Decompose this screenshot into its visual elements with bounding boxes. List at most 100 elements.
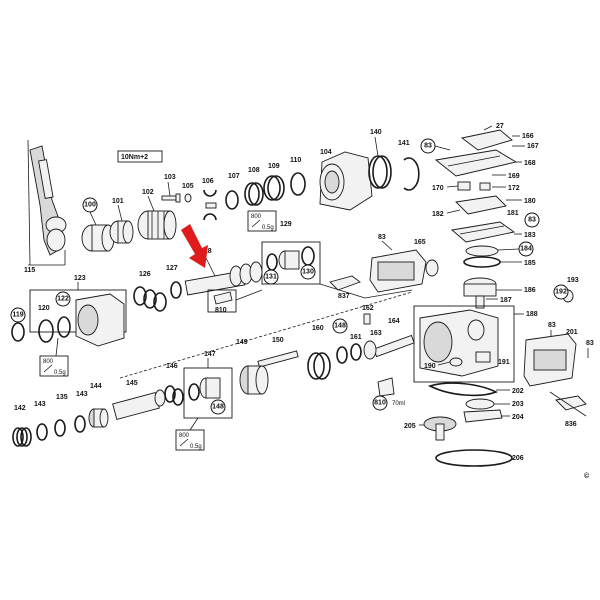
svg-text:810: 810 — [374, 400, 386, 407]
label-100-circle: 100 — [82, 197, 98, 213]
part-123-gearbox — [75, 293, 125, 347]
part-810b-oil: 810 70ml — [372, 377, 405, 411]
label-180: 180 — [524, 198, 536, 205]
label-168: 168 — [524, 160, 536, 167]
label-172: 172 — [508, 185, 520, 192]
part-147 — [188, 377, 221, 401]
label-185: 185 — [524, 260, 536, 267]
part-143b — [36, 423, 48, 441]
label-83-d: 83 — [586, 340, 594, 347]
label-122-circle: 122 — [55, 291, 71, 307]
part-166-cover — [460, 129, 513, 151]
label-115: 115 — [24, 267, 35, 274]
part-183-board — [450, 221, 516, 243]
svg-text:0.5g: 0.5g — [190, 444, 202, 450]
part-201-cover — [523, 333, 577, 387]
part-149-gear — [239, 365, 269, 395]
label-161: 161 — [350, 334, 362, 341]
part-837 — [329, 275, 361, 291]
part-191 — [475, 351, 491, 363]
part-186-motor-pinion — [463, 277, 497, 309]
label-148-circle-a: 148 — [332, 318, 348, 334]
label-83-c: 83 — [548, 322, 556, 329]
grease-note-123: 800 0.5g — [39, 355, 69, 377]
part-180-switch — [455, 195, 507, 215]
part-108 — [244, 182, 264, 206]
svg-text:100: 100 — [84, 202, 96, 209]
svg-text:130: 130 — [302, 269, 314, 276]
part-104-housing — [319, 151, 373, 211]
svg-text:70ml: 70ml — [392, 401, 405, 407]
svg-text:184: 184 — [520, 246, 532, 253]
part-165-handle-housing — [369, 249, 439, 293]
label-164: 164 — [388, 318, 400, 325]
part-143a — [74, 415, 86, 433]
label-120: 120 — [38, 305, 50, 312]
part-203 — [465, 398, 495, 410]
label-105: 105 — [182, 183, 194, 190]
label-810a: 810 — [215, 307, 227, 314]
part-131 — [266, 250, 300, 271]
label-108: 108 — [248, 167, 260, 174]
part-810a — [207, 289, 237, 313]
part-141-circlip — [403, 157, 420, 191]
svg-text:192: 192 — [555, 289, 567, 296]
handle-assembly-115 — [27, 139, 67, 266]
label-166: 166 — [522, 133, 534, 140]
part-205-gear — [423, 416, 457, 441]
torque-callout-text: 10Nm+2 — [121, 154, 148, 161]
svg-text:800: 800 — [179, 433, 190, 439]
label-163: 163 — [370, 330, 382, 337]
part-100 — [81, 224, 115, 252]
label-103: 103 — [164, 174, 176, 181]
label-101: 101 — [112, 198, 124, 205]
label-204: 204 — [512, 414, 524, 421]
svg-text:122: 122 — [57, 296, 69, 303]
part-103-screw — [161, 193, 181, 203]
label-150: 150 — [272, 337, 284, 344]
label-183: 183 — [524, 232, 536, 239]
grease-note-147: 800 0.5g — [175, 429, 205, 451]
svg-text:120: 120 — [38, 305, 50, 312]
label-107: 107 — [228, 173, 240, 180]
label-193: 193 — [567, 277, 579, 284]
subassembly-box-147 — [183, 367, 233, 419]
label-83-e: 83 — [378, 234, 386, 241]
part-106 — [203, 189, 217, 221]
part-204 — [463, 409, 503, 423]
label-202: 202 — [512, 388, 524, 395]
label-149: 149 — [236, 339, 248, 346]
leader-dashed-a — [119, 291, 413, 379]
part-110 — [290, 172, 306, 196]
part-185 — [463, 256, 501, 268]
svg-text:800: 800 — [251, 214, 262, 220]
part-102 — [137, 210, 177, 240]
label-146: 146 — [166, 363, 178, 370]
label-83-circle-a: 83 — [420, 138, 436, 154]
label-143a: 143 — [76, 391, 88, 398]
label-836: 836 — [565, 421, 577, 428]
part-184 — [465, 245, 499, 257]
copyright-mark: © — [584, 472, 590, 480]
label-184-circle: 184 — [518, 241, 534, 257]
part-135 — [54, 419, 66, 437]
part-170 — [457, 181, 471, 191]
part-836 — [555, 395, 587, 411]
label-160: 160 — [312, 325, 324, 332]
part-130 — [301, 246, 315, 266]
label-140: 140 — [370, 129, 382, 136]
svg-text:131: 131 — [265, 274, 277, 281]
label-129: 129 — [280, 221, 292, 228]
label-201: 201 — [566, 329, 578, 336]
label-131-circle: 131 — [263, 269, 279, 285]
part-190 — [449, 357, 463, 367]
svg-text:148: 148 — [212, 404, 224, 411]
label-205: 205 — [404, 423, 416, 430]
part-105 — [184, 193, 192, 203]
part-126 — [133, 286, 167, 312]
label-135: 135 — [56, 394, 68, 401]
label-104: 104 — [320, 149, 332, 156]
part-122 — [57, 316, 71, 338]
label-109: 109 — [268, 163, 280, 170]
label-141: 141 — [398, 140, 410, 147]
